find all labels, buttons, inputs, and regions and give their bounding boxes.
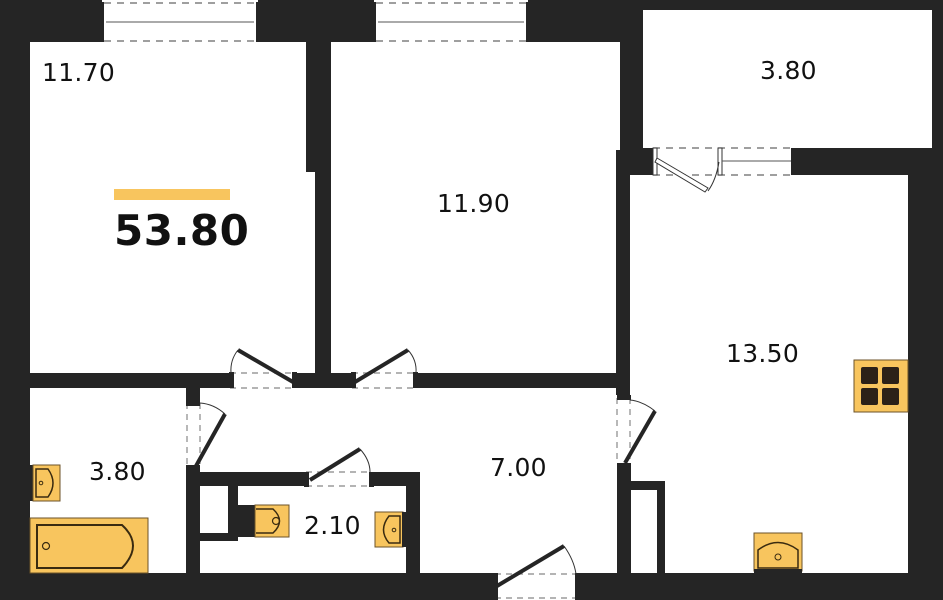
room-area-hallway: 7.00 [490, 453, 547, 482]
kitchen-sink-icon [753, 532, 803, 574]
wall-hall-top-left [0, 373, 230, 388]
balcony-door [652, 147, 795, 193]
bathtub-icon [29, 517, 149, 574]
room-area-bedroom-1: 11.70 [42, 58, 116, 87]
outer-wall-bottom-left [0, 573, 495, 600]
total-area: 53.80 [114, 206, 250, 255]
outer-wall-balcony-top [642, 0, 943, 10]
door-entrance [493, 544, 580, 600]
wall-kitchen-niche-right [657, 481, 665, 575]
window-bedroom-2 [372, 2, 530, 42]
wall-toilet-niche [228, 486, 238, 536]
stove-icon [853, 359, 909, 413]
door-bathroom [186, 401, 227, 470]
door-bedroom-2 [351, 348, 418, 389]
room-area-balcony: 3.80 [760, 56, 817, 85]
wall-bath-right-top [186, 373, 200, 403]
door-kitchen [616, 395, 657, 468]
balcony-wall-right [932, 0, 943, 150]
wall-toilet-top-left [186, 472, 306, 486]
window-bedroom-1 [100, 2, 260, 42]
wall-kitchen-left [616, 150, 630, 395]
door-toilet [304, 447, 374, 487]
room-area-kitchen-living: 13.50 [726, 339, 800, 368]
room-area-bedroom-2: 11.90 [437, 189, 511, 218]
wall-bedrooms-divider [315, 30, 331, 385]
wall-bath-right-bottom [186, 466, 200, 576]
balcony-wall-left [620, 0, 643, 172]
toilet-sink-icon [374, 511, 407, 548]
wall-toilet-niche-bottom [200, 533, 238, 541]
wall-hall-top-right [416, 373, 630, 388]
balcony-wall-bottom-right [795, 148, 943, 175]
wall-kitchen-niche-top [631, 481, 665, 490]
sink-icon [30, 464, 61, 502]
total-area-accent-bar [114, 189, 230, 200]
toilet-icon [238, 504, 290, 538]
wall-toilet-right [406, 472, 420, 576]
outer-wall-left [0, 0, 30, 600]
wall-kitchen-lower [617, 465, 631, 575]
room-area-toilet: 2.10 [304, 511, 361, 540]
door-bedroom-1 [229, 348, 297, 389]
room-area-bathroom: 3.80 [89, 457, 146, 486]
wall-hall-top-mid [296, 373, 352, 388]
outer-wall-right [908, 150, 943, 600]
outer-wall-bottom-right [577, 573, 943, 600]
